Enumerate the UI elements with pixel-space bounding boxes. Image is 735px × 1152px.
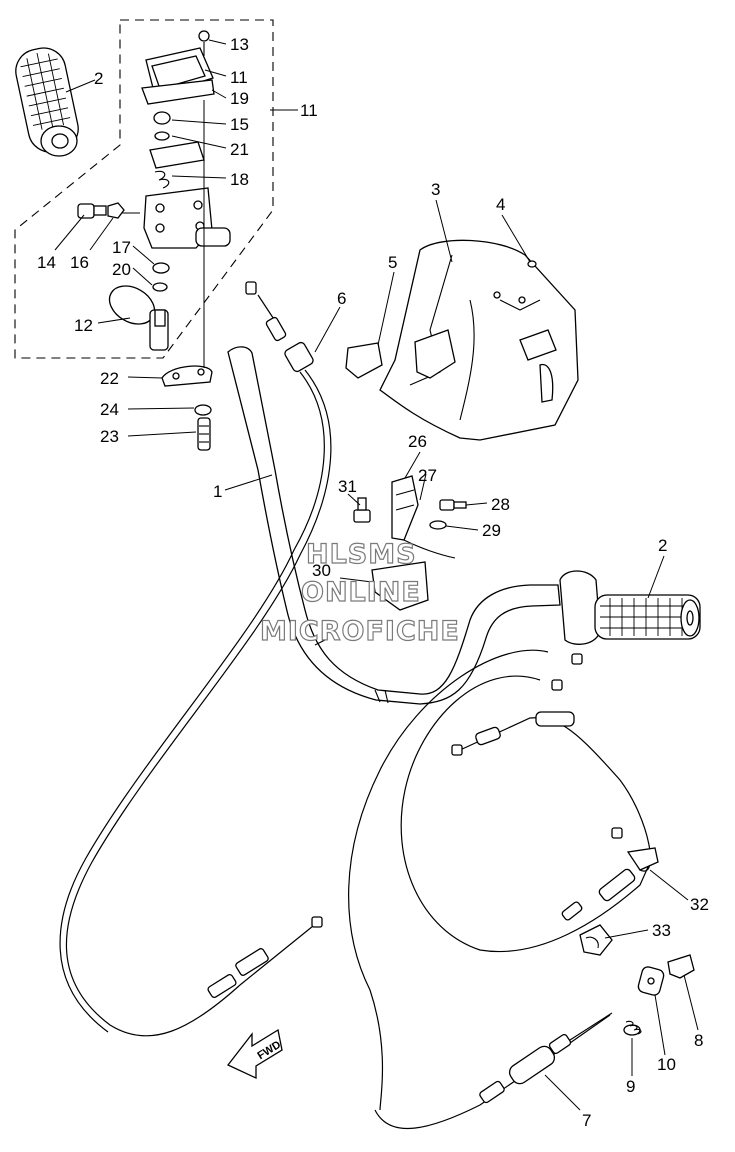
brake-cable-7 (348, 649, 613, 1130)
callout-3: 3 (431, 180, 440, 199)
callout-10: 10 (657, 1055, 676, 1074)
callout-27: 27 (418, 466, 437, 485)
callout-7: 7 (582, 1111, 591, 1130)
callout-28: 28 (491, 495, 510, 514)
left-grip-part (15, 47, 79, 157)
callout-12: 11 (230, 68, 248, 87)
callout-23: 22 (100, 369, 119, 388)
throttle-housing-parts (141, 30, 231, 249)
callout-13: 12 (74, 316, 93, 335)
screw-15-nut-17 (77, 202, 125, 219)
callout-11: 11 (300, 101, 318, 120)
callout-18: 17 (112, 238, 131, 257)
callout-33: 33 (652, 921, 671, 940)
callout-21: 20 (112, 260, 131, 279)
callout-6: 6 (337, 289, 346, 308)
switch-assembly-parts (353, 475, 467, 611)
callout-5: 5 (388, 253, 397, 272)
callout-19: 18 (230, 170, 249, 189)
callout-24: 23 (100, 427, 119, 446)
watermark: HLSMS ONLINE MICROFICHE (259, 538, 460, 647)
callout-14: 13 (230, 35, 249, 54)
callout-8: 8 (694, 1031, 703, 1050)
leader-lines (54, 39, 699, 1111)
throttle-cable-6 (59, 281, 332, 1037)
callout-16: 15 (230, 115, 249, 134)
callout-numbers: 2 13 11 19 11 15 21 18 14 16 17 20 12 22… (37, 35, 709, 1130)
callout-30: 30 (312, 561, 331, 580)
cable-6-lower-end (207, 916, 323, 999)
callout-25: 24 (100, 400, 119, 419)
callout-2-right-grip: 2 (658, 536, 667, 555)
callout-26: 26 (408, 432, 427, 451)
callout-17: 16 (70, 253, 89, 272)
callout-9: 9 (626, 1077, 635, 1096)
callout-1: 1 (213, 482, 222, 501)
callout-15: 14 (37, 253, 56, 272)
handlebar-part (227, 346, 561, 705)
lever-13-washers (108, 262, 170, 351)
callout-22: 21 (230, 140, 249, 159)
watermark-line-2: ONLINE (301, 577, 421, 608)
callout-2-left-grip: 2 (94, 69, 103, 88)
cable-32 (400, 675, 659, 952)
callout-20: 19 (230, 89, 249, 108)
watermark-line-3: MICROFICHE (260, 616, 460, 647)
handlebar-cover-part (345, 239, 579, 441)
clip-33-adjuster-parts (579, 924, 695, 1036)
callout-31: 31 (338, 477, 357, 496)
assembly-11-dashed-outline (14, 19, 274, 359)
fwd-direction-arrow: FWD (226, 1028, 283, 1080)
callout-4: 4 (496, 195, 505, 214)
right-grip-part (559, 570, 701, 645)
callout-32: 32 (690, 895, 709, 914)
watermark-line-1: HLSMS (306, 539, 417, 570)
clamp-23-bolt-24 (161, 100, 213, 451)
callout-29: 29 (482, 521, 501, 540)
